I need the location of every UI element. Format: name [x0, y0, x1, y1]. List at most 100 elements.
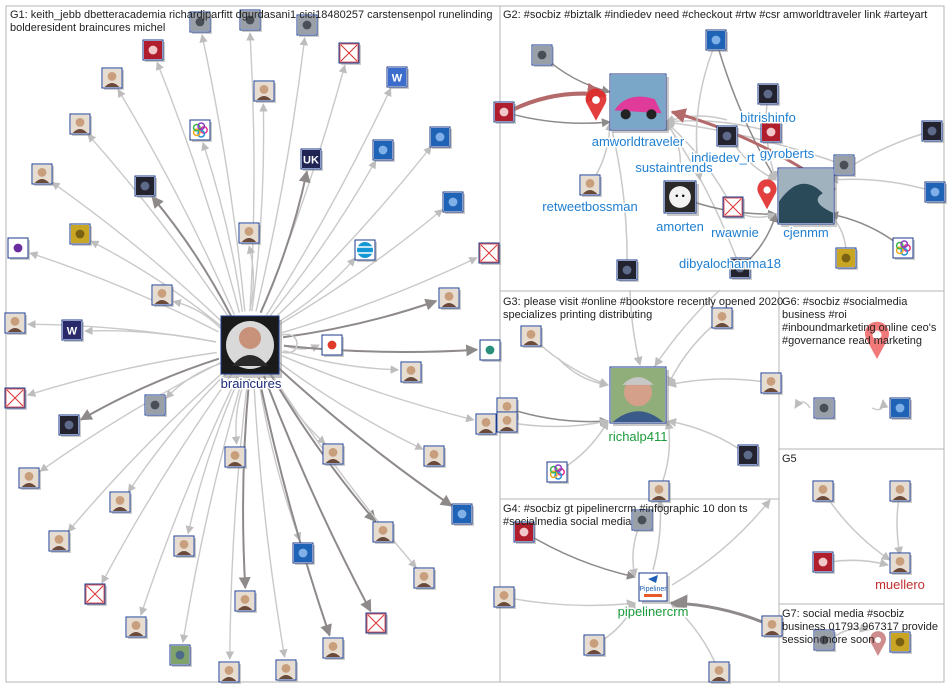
node-g1-49[interactable] — [275, 659, 298, 682]
node-label-rwawnie: rwawnie — [711, 225, 759, 240]
node-g1-7[interactable]: W — [386, 66, 409, 89]
node-g1-28[interactable] — [4, 387, 27, 410]
node-g1-9[interactable] — [189, 119, 212, 142]
node-g1-47[interactable] — [169, 644, 192, 667]
node-g1-37[interactable] — [451, 503, 474, 526]
node-g1-4[interactable] — [338, 42, 361, 65]
node-g1-13[interactable] — [31, 163, 54, 186]
node-amorten[interactable] — [663, 180, 699, 216]
node-pipelinercrm[interactable]: Pipeliner — [638, 572, 670, 604]
node-g3-0[interactable] — [520, 325, 543, 348]
node-g1-25[interactable] — [321, 334, 344, 357]
node-g1-31[interactable] — [475, 413, 498, 436]
node-g1-14[interactable] — [134, 175, 157, 198]
node-g4-2[interactable] — [583, 634, 606, 657]
node-g1-32[interactable] — [18, 467, 41, 490]
node-cjenmm[interactable] — [777, 167, 837, 227]
node-g2-10[interactable] — [835, 247, 858, 270]
node-g4-5[interactable] — [761, 615, 784, 638]
node-g1-27[interactable] — [400, 361, 423, 384]
node-g1-24[interactable]: W — [61, 319, 84, 342]
node-g2-11[interactable] — [892, 237, 915, 260]
node-g2-8[interactable] — [616, 259, 639, 282]
node-g1-34[interactable] — [224, 446, 247, 469]
node-richalp411[interactable] — [609, 366, 669, 426]
node-g1-3[interactable] — [296, 14, 319, 37]
node-g5-0[interactable] — [812, 480, 835, 503]
node-g2-2[interactable] — [705, 29, 728, 52]
node-g1-45[interactable] — [234, 590, 257, 613]
node-g5-1[interactable] — [889, 480, 912, 503]
node-g2-1[interactable] — [493, 101, 516, 124]
node-g1-0[interactable] — [142, 39, 165, 62]
node-g1-15[interactable] — [442, 191, 465, 214]
node-g3-4[interactable] — [648, 480, 671, 503]
node-g1-29[interactable] — [144, 394, 167, 417]
node-g2-12[interactable] — [924, 181, 947, 204]
node-g1-10[interactable] — [372, 139, 395, 162]
node-g3-5[interactable] — [546, 461, 569, 484]
node-g1-44[interactable] — [125, 616, 148, 639]
node-g3-3[interactable] — [737, 444, 760, 467]
node-g2-13[interactable] — [921, 120, 944, 143]
edge-g1-9 — [201, 141, 243, 312]
node-g2-7[interactable] — [722, 196, 745, 219]
node-g1-42[interactable] — [413, 567, 436, 590]
node-g1-8[interactable] — [69, 113, 92, 136]
node-g2-4[interactable] — [716, 125, 739, 148]
node-g1-36[interactable] — [423, 445, 446, 468]
node-g4-3[interactable] — [631, 509, 654, 532]
node-g1-40[interactable] — [372, 521, 395, 544]
node-g5-2[interactable] — [812, 551, 835, 574]
node-g1-50[interactable] — [322, 637, 345, 660]
node-g1-19[interactable] — [7, 237, 30, 260]
node-g1-38[interactable] — [48, 530, 71, 553]
node-g6-0[interactable] — [813, 397, 836, 420]
node-g2-6[interactable] — [579, 174, 602, 197]
node-g1-11[interactable]: UK — [300, 148, 323, 171]
node-g1-35[interactable] — [322, 443, 345, 466]
node-g1-21[interactable] — [151, 284, 174, 307]
node-g2-14[interactable] — [833, 154, 856, 177]
node-g1-17[interactable] — [238, 222, 261, 245]
edge-self-loop-hub — [281, 333, 298, 354]
node-g1-43[interactable] — [84, 583, 107, 606]
node-g2-5[interactable] — [760, 121, 783, 144]
node-g3-2[interactable] — [760, 372, 783, 395]
node-g1-18[interactable] — [354, 239, 377, 262]
node-g1-48[interactable] — [218, 661, 241, 684]
node-g1-46[interactable] — [365, 612, 388, 635]
node-g2-3[interactable] — [757, 83, 780, 106]
node-g1-26[interactable] — [479, 339, 502, 362]
node-g2-0[interactable] — [531, 44, 554, 67]
node-g1-6[interactable] — [253, 80, 276, 103]
node-g1-30[interactable] — [58, 414, 81, 437]
node-g7-1[interactable] — [889, 631, 912, 654]
node-g4-1[interactable] — [493, 586, 516, 609]
node-g4-4[interactable] — [708, 661, 731, 684]
node-g3-1[interactable] — [711, 307, 734, 330]
node-g7-0[interactable] — [813, 629, 836, 652]
svg-text:Pipeliner: Pipeliner — [639, 586, 667, 593]
edge-g1-38 — [67, 368, 227, 533]
node-g1-39[interactable] — [173, 535, 196, 558]
node-g1-22[interactable] — [438, 287, 461, 310]
node-g6-1[interactable] — [889, 397, 912, 420]
node-g1-16[interactable] — [69, 223, 92, 246]
node-g4-0[interactable] — [513, 521, 536, 544]
node-g1-23[interactable] — [4, 312, 27, 335]
node-g3-7[interactable] — [496, 411, 519, 434]
node-g1-1[interactable] — [189, 11, 212, 34]
node-g1-33[interactable] — [109, 491, 132, 514]
node-label-pipelinercrm: pipelinercrm — [618, 604, 689, 619]
node-amworldtraveler[interactable] — [609, 73, 669, 133]
node-g2-9[interactable] — [729, 257, 752, 280]
node-label-cjenmm: cjenmm — [783, 225, 829, 240]
node-g1-20[interactable] — [478, 242, 501, 265]
node-braincures[interactable] — [220, 315, 282, 378]
node-g1-2[interactable] — [239, 9, 262, 32]
node-g5-3[interactable] — [889, 552, 912, 575]
node-g1-41[interactable] — [292, 542, 315, 565]
node-g1-5[interactable] — [101, 67, 124, 90]
node-g1-12[interactable] — [429, 126, 452, 149]
